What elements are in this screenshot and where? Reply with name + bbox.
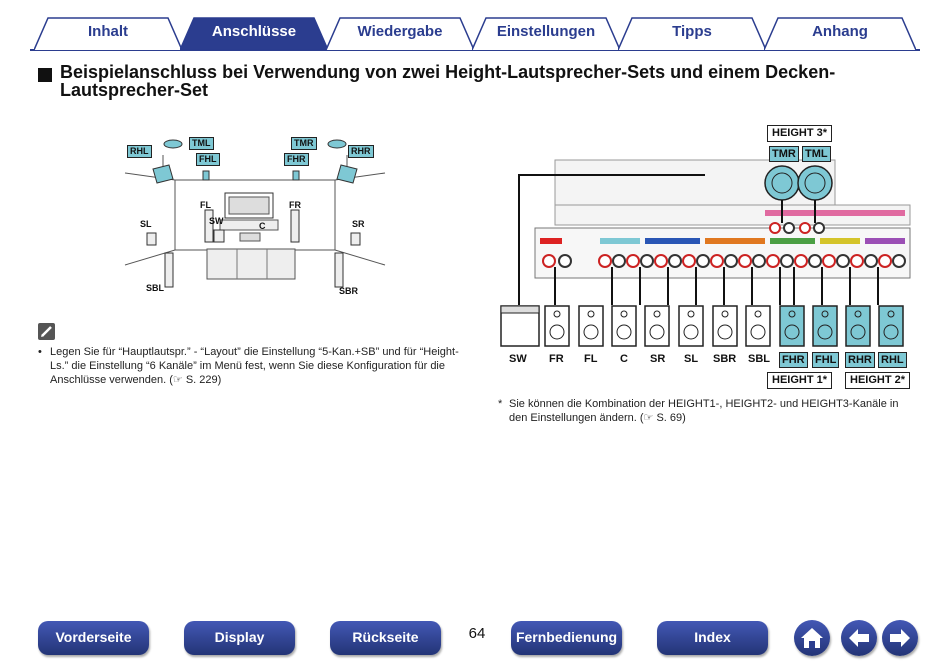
page-number: 64 bbox=[468, 625, 486, 642]
label-sbl: SBL bbox=[146, 283, 164, 293]
wire-label-rhl: RHL bbox=[878, 352, 907, 368]
arrow-right-icon bbox=[890, 629, 910, 647]
height1-label: HEIGHT 1* bbox=[767, 372, 833, 389]
label-tmr-top: TMR bbox=[769, 146, 799, 162]
wire-label-fr: FR bbox=[549, 353, 564, 365]
tab-anschluesse[interactable]: Anschlüsse bbox=[180, 17, 328, 50]
label-fhl: FHL bbox=[196, 153, 220, 166]
tab-anhang[interactable]: Anhang bbox=[764, 17, 916, 50]
height3-label: HEIGHT 3* bbox=[767, 125, 833, 142]
tab-bar-line bbox=[30, 49, 920, 51]
label-sw: SW bbox=[209, 216, 224, 226]
wire-label-c: C bbox=[620, 353, 628, 365]
rear-panel-label: Rückseite bbox=[352, 629, 419, 645]
label-fhr: FHR bbox=[284, 153, 309, 166]
front-panel-label: Vorderseite bbox=[55, 629, 132, 645]
wire-label-fl: FL bbox=[584, 353, 598, 365]
tab-label: Anschlüsse bbox=[211, 23, 297, 40]
heading-marker bbox=[38, 68, 52, 82]
previous-page-button[interactable] bbox=[841, 620, 877, 656]
footnote-text: Sie können die Kombination der HEIGHT1-,… bbox=[509, 398, 899, 424]
tab-label: Anhang bbox=[812, 23, 868, 40]
wire-label-sbl: SBL bbox=[748, 353, 770, 365]
wire-label-rhr: RHR bbox=[845, 352, 875, 368]
wire-label-sbr: SBR bbox=[713, 353, 737, 365]
label-tml: TML bbox=[189, 137, 214, 150]
home-button[interactable] bbox=[794, 620, 830, 656]
pencil-icon bbox=[38, 323, 55, 340]
front-panel-button[interactable]: Vorderseite bbox=[38, 621, 149, 655]
tab-wiedergabe[interactable]: Wiedergabe bbox=[326, 17, 474, 50]
wiring-diagram bbox=[500, 159, 911, 347]
wire-label-sw: SW bbox=[509, 353, 527, 365]
wire-label-sr: SR bbox=[650, 353, 666, 365]
remote-button[interactable]: Fernbedienung bbox=[511, 621, 622, 655]
label-rhr: RHR bbox=[348, 145, 374, 158]
label-sr: SR bbox=[352, 219, 365, 229]
label-tml-top: TML bbox=[802, 146, 831, 162]
height2-label: HEIGHT 2* bbox=[845, 372, 911, 389]
rear-panel-button[interactable]: Rückseite bbox=[330, 621, 441, 655]
tab-inhalt[interactable]: Inhalt bbox=[34, 17, 182, 50]
label-sbr: SBR bbox=[339, 286, 359, 296]
label-sl: SL bbox=[140, 219, 152, 229]
label-fr: FR bbox=[289, 200, 301, 210]
display-label: Display bbox=[214, 629, 265, 645]
tab-tipps[interactable]: Tipps bbox=[618, 17, 766, 50]
index-button[interactable]: Index bbox=[657, 621, 768, 655]
page-heading: Beispielanschluss bei Verwendung von zwe… bbox=[60, 62, 836, 100]
tab-label: Tipps bbox=[672, 23, 712, 40]
wire-label-fhl: FHL bbox=[812, 352, 840, 368]
index-label: Index bbox=[694, 629, 731, 645]
label-c: C bbox=[259, 221, 266, 231]
room-diagram bbox=[124, 139, 386, 288]
next-page-button[interactable] bbox=[882, 620, 918, 656]
note-bullet: • bbox=[38, 346, 42, 358]
display-button[interactable]: Display bbox=[184, 621, 295, 655]
tab-label: Inhalt bbox=[88, 23, 128, 40]
wire-label-fhr: FHR bbox=[779, 352, 808, 368]
remote-label: Fernbedienung bbox=[515, 629, 618, 645]
wire-label-sl: SL bbox=[684, 353, 699, 365]
arrow-left-icon bbox=[849, 629, 869, 647]
footnote-mark: * bbox=[498, 398, 503, 410]
tab-label: Einstellungen bbox=[496, 23, 596, 40]
tab-label: Wiedergabe bbox=[357, 23, 443, 40]
label-fl: FL bbox=[200, 200, 211, 210]
note-body: Legen Sie für “Hauptlautspr.” - “Layout”… bbox=[50, 346, 459, 386]
home-icon bbox=[801, 628, 823, 648]
label-rhl: RHL bbox=[127, 145, 152, 158]
label-tmr: TMR bbox=[291, 137, 317, 150]
tab-einstellungen[interactable]: Einstellungen bbox=[472, 17, 620, 50]
